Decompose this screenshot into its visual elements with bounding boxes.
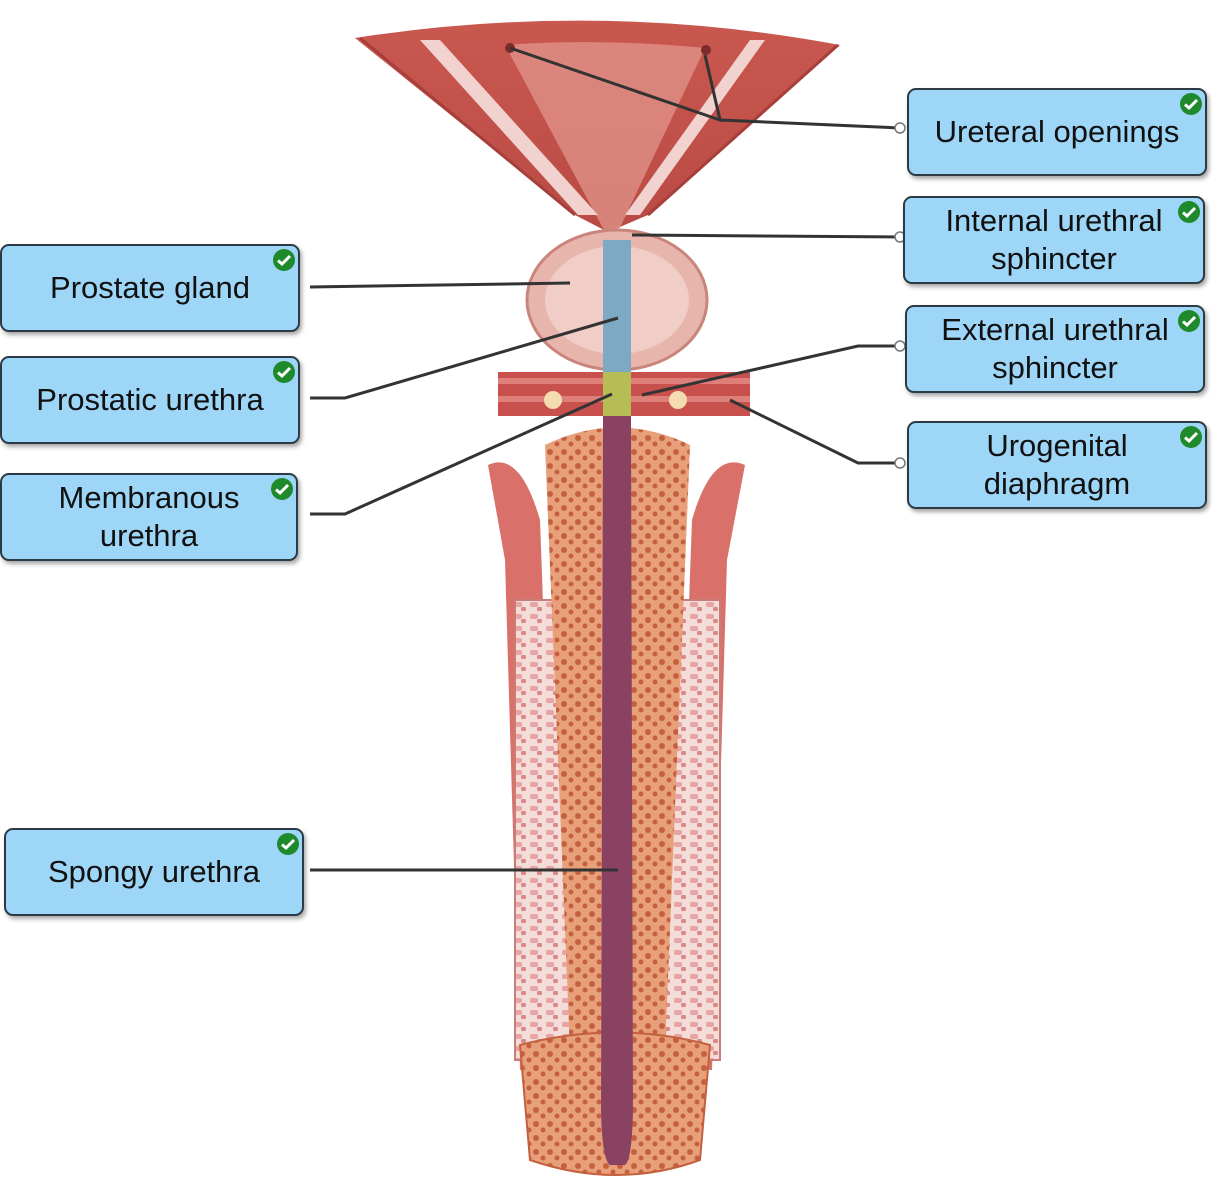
label-prostatic-urethra[interactable]: Prostatic urethra xyxy=(0,356,300,444)
urethra xyxy=(601,240,633,1165)
leader-urogenital-diaphragm xyxy=(729,398,900,465)
label-text: Internal urethral sphincter xyxy=(945,203,1163,276)
leader-ureteral-openings xyxy=(509,46,901,130)
leader-internal-sphincter xyxy=(631,233,901,239)
leader-prostatic-urethra xyxy=(310,316,619,400)
leader-lines xyxy=(309,46,901,872)
check-circle-icon xyxy=(1178,310,1200,332)
leader-membranous-urethra xyxy=(310,392,613,516)
label-text: Prostate gland xyxy=(50,270,250,305)
label-text: External urethral sphincter xyxy=(941,312,1169,385)
label-external-urethral-sphincter[interactable]: External urethral sphincter xyxy=(905,305,1205,393)
check-circle-icon xyxy=(1178,201,1200,223)
check-circle-icon xyxy=(271,478,293,500)
label-text: Ureteral openings xyxy=(934,114,1180,149)
label-prostate-gland[interactable]: Prostate gland xyxy=(0,244,300,332)
label-ureteral-openings[interactable]: Ureteral openings xyxy=(907,88,1207,176)
prostatic-urethra-segment xyxy=(603,240,631,372)
label-urogenital-diaphragm[interactable]: Urogenital diaphragm xyxy=(907,421,1207,509)
check-circle-icon xyxy=(277,833,299,855)
label-text: Spongy urethra xyxy=(48,854,260,889)
membranous-urethra-segment xyxy=(603,372,631,416)
label-membranous-urethra[interactable]: Membranous urethra xyxy=(0,473,298,561)
check-circle-icon xyxy=(273,249,295,271)
spongy-urethra-segment xyxy=(601,416,633,1165)
label-text: Urogenital diaphragm xyxy=(983,428,1131,501)
leader-external-sphincter xyxy=(641,344,900,397)
label-spongy-urethra[interactable]: Spongy urethra xyxy=(4,828,304,916)
leader-endpoints xyxy=(894,122,906,469)
check-circle-icon xyxy=(273,361,295,383)
bladder xyxy=(355,20,840,232)
check-circle-icon xyxy=(1180,93,1202,115)
leader-prostate-gland xyxy=(309,281,571,289)
label-internal-urethral-sphincter[interactable]: Internal urethral sphincter xyxy=(903,196,1205,284)
label-text: Membranous urethra xyxy=(58,480,240,553)
label-text: Prostatic urethra xyxy=(36,382,264,417)
check-circle-icon xyxy=(1180,426,1202,448)
